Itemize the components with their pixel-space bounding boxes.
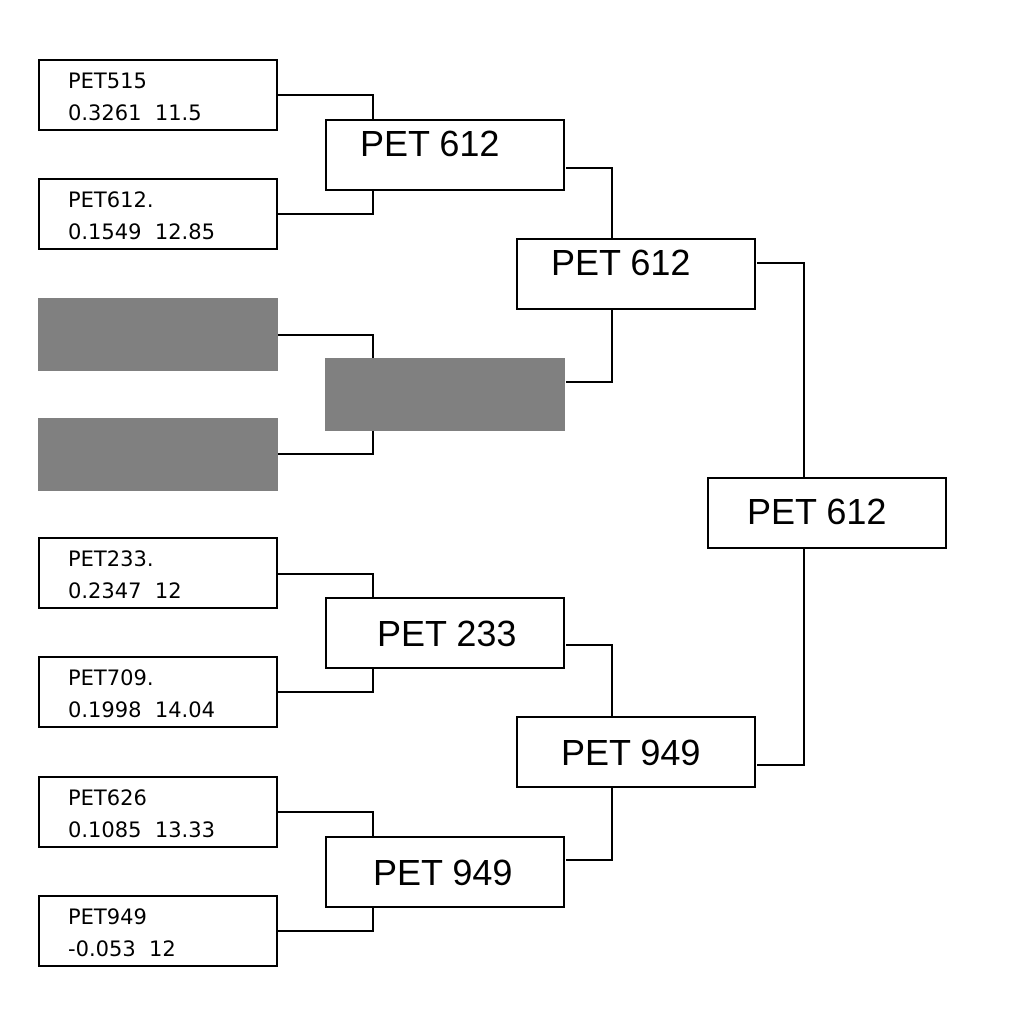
- winner-label: PET 949: [561, 732, 701, 773]
- connector-r1-1-to-r2-1: [278, 94, 374, 120]
- connector-r1-8-to-r2-4: [278, 907, 374, 932]
- team-name: PET709.: [68, 666, 154, 690]
- team-stats: 0.2347 12: [68, 579, 182, 603]
- team-stats: 0.1998 14.04: [68, 698, 215, 722]
- round1-entry-2: PET612. 0.1549 12.85: [38, 178, 278, 250]
- team-stats: 0.3261 11.5: [68, 101, 202, 125]
- champion-box: PET 612: [707, 477, 947, 549]
- round1-entry-8: PET949 -0.053 12: [38, 895, 278, 967]
- round2-winner-2-blank: [325, 358, 565, 431]
- connector-r2-2-to-sf-1: [566, 309, 613, 383]
- round1-entry-1: PET515 0.3261 11.5: [38, 59, 278, 131]
- connector-r1-6-to-r2-3: [278, 668, 374, 693]
- connector-r1-7-to-r2-4: [278, 811, 374, 837]
- semifinal-winner-2: PET 949: [516, 716, 756, 788]
- team-name: PET612.: [68, 188, 154, 212]
- connector-r2-3-to-sf-2: [566, 644, 613, 716]
- team-stats: 0.1549 12.85: [68, 220, 215, 244]
- connector-sf-2-to-final: [757, 548, 805, 766]
- connector-r1-5-to-r2-3: [278, 573, 374, 599]
- team-name: PET949: [68, 905, 147, 929]
- winner-label: PET 233: [377, 613, 517, 654]
- round2-winner-3: PET 233: [325, 597, 565, 669]
- connector-r2-4-to-sf-2: [566, 788, 613, 861]
- connector-r1-4-to-r2-2: [278, 430, 374, 455]
- winner-label: PET 612: [360, 123, 500, 164]
- winner-label: PET 949: [373, 852, 513, 893]
- champion-label: PET 612: [747, 491, 887, 532]
- team-name: PET233.: [68, 547, 154, 571]
- round2-winner-4: PET 949: [325, 836, 565, 908]
- team-name: PET515: [68, 69, 147, 93]
- connector-r1-2-to-r2-1: [278, 190, 374, 215]
- team-stats: -0.053 12: [68, 937, 176, 961]
- round1-entry-4-blank: [38, 418, 278, 491]
- connector-r1-3-to-r2-2: [278, 334, 374, 359]
- connector-r2-1-to-sf-1: [566, 167, 613, 238]
- team-stats: 0.1085 13.33: [68, 818, 215, 842]
- semifinal-winner-1: PET 612: [516, 238, 756, 310]
- round1-entry-5: PET233. 0.2347 12: [38, 537, 278, 609]
- winner-label: PET 612: [551, 242, 691, 283]
- connector-sf-1-to-final: [757, 262, 805, 477]
- round1-entry-3-blank: [38, 298, 278, 371]
- round2-winner-1: PET 612: [325, 119, 565, 191]
- round1-entry-7: PET626 0.1085 13.33: [38, 776, 278, 848]
- team-name: PET626: [68, 786, 147, 810]
- round1-entry-6: PET709. 0.1998 14.04: [38, 656, 278, 728]
